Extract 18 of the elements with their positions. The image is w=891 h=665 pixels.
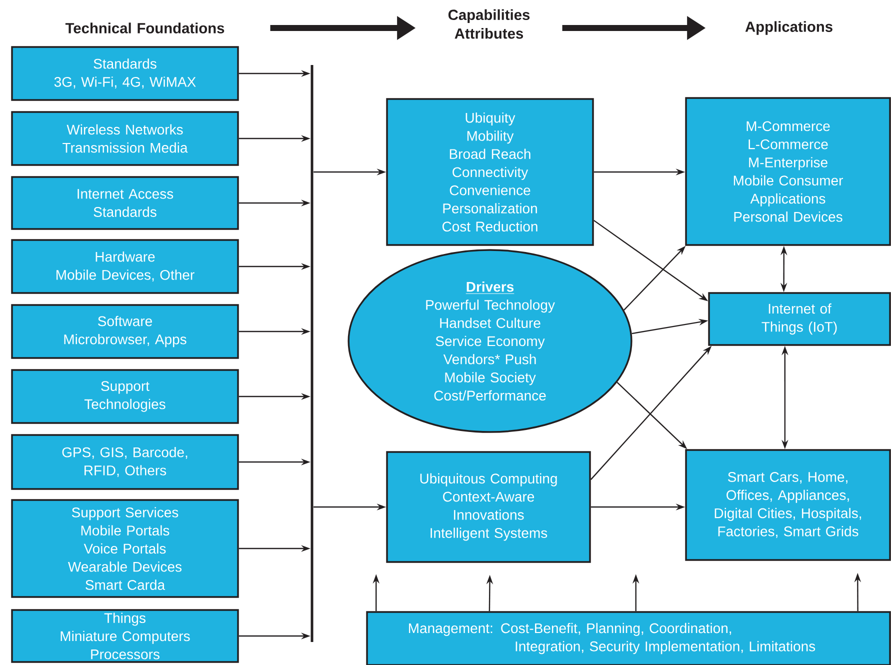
column-heading: Capabilities Attributes bbox=[448, 9, 530, 39]
process-box: Hardware Mobile Devices, Other bbox=[11, 239, 239, 294]
process-box: Standards 3G, Wi-Fi, 4G, WiMAX bbox=[11, 46, 239, 101]
process-box: Software Microbrowser, Apps bbox=[11, 304, 239, 359]
column-heading: Applications bbox=[745, 21, 832, 35]
process-box: Smart Cars, Home, Offices, Appliances, Digital Cities, Hospitals, Factories, Smart Grids bbox=[685, 449, 891, 561]
process-box: GPS, GIS, Barcode, RFID, Others bbox=[11, 434, 239, 490]
process-box: Support Technologies bbox=[11, 369, 239, 424]
process-box: Ubiquitous Computing Context-Aware Innovations Intelligent Systems bbox=[386, 451, 591, 563]
process-box: M-Commerce L-Commerce M-Enterprise Mobile Consumer Applications Personal Devices bbox=[685, 97, 891, 246]
process-box: Internet Access Standards bbox=[11, 176, 239, 230]
process-box: Internet of Things (IoT) bbox=[708, 292, 891, 346]
process-box: Things Miniature Computers Processors bbox=[11, 609, 239, 663]
process-box: Wireless Networks Transmission Media bbox=[11, 111, 239, 166]
management-box: Management: Cost-Benefit, Planning, Coordination, Integration, Security Implementation, Limitations bbox=[366, 611, 891, 665]
process-box: Support Services Mobile Portals Voice Portals Wearable Devices Smart Carda bbox=[11, 499, 239, 598]
process-box: Ubiquity Mobility Broad Reach Connectivity Convenience Personalization Cost Reduction bbox=[386, 98, 594, 246]
column-heading: Technical Foundations bbox=[65, 22, 224, 34]
